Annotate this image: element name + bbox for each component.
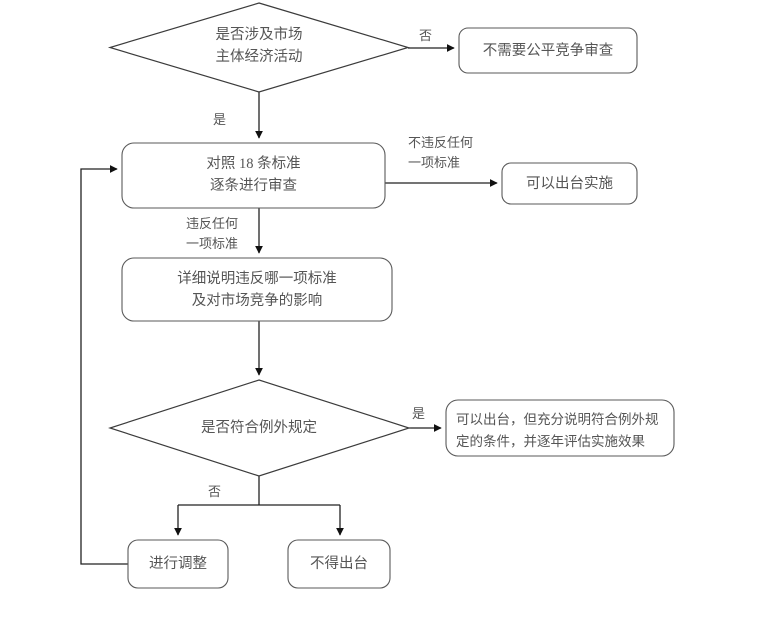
edge-feedback-loop — [80, 165, 128, 565]
hit-decision-market-activity[interactable] — [110, 3, 408, 92]
node-may-implement-with-exception[interactable] — [445, 399, 675, 457]
node-make-adjustment[interactable] — [127, 539, 229, 589]
hit-may-implement[interactable] — [502, 163, 637, 204]
hit-no-review-needed[interactable] — [459, 28, 637, 73]
hit-make-adjustment[interactable] — [128, 540, 228, 588]
hit-explain-violation[interactable] — [122, 258, 392, 321]
node-must-not-issue[interactable] — [287, 539, 391, 589]
node-decision-exception[interactable] — [108, 379, 411, 477]
hit-check-18-standards[interactable] — [122, 143, 385, 208]
hit-may-implement-with-exception[interactable] — [446, 400, 674, 456]
hit-must-not-issue[interactable] — [288, 540, 390, 588]
node-check-18-standards[interactable] — [121, 142, 386, 209]
node-no-review-needed[interactable] — [458, 27, 638, 74]
hit-decision-exception[interactable] — [110, 380, 409, 476]
node-explain-violation[interactable] — [121, 257, 393, 322]
node-decision-market-activity[interactable] — [107, 2, 411, 93]
node-may-implement[interactable] — [501, 162, 638, 205]
